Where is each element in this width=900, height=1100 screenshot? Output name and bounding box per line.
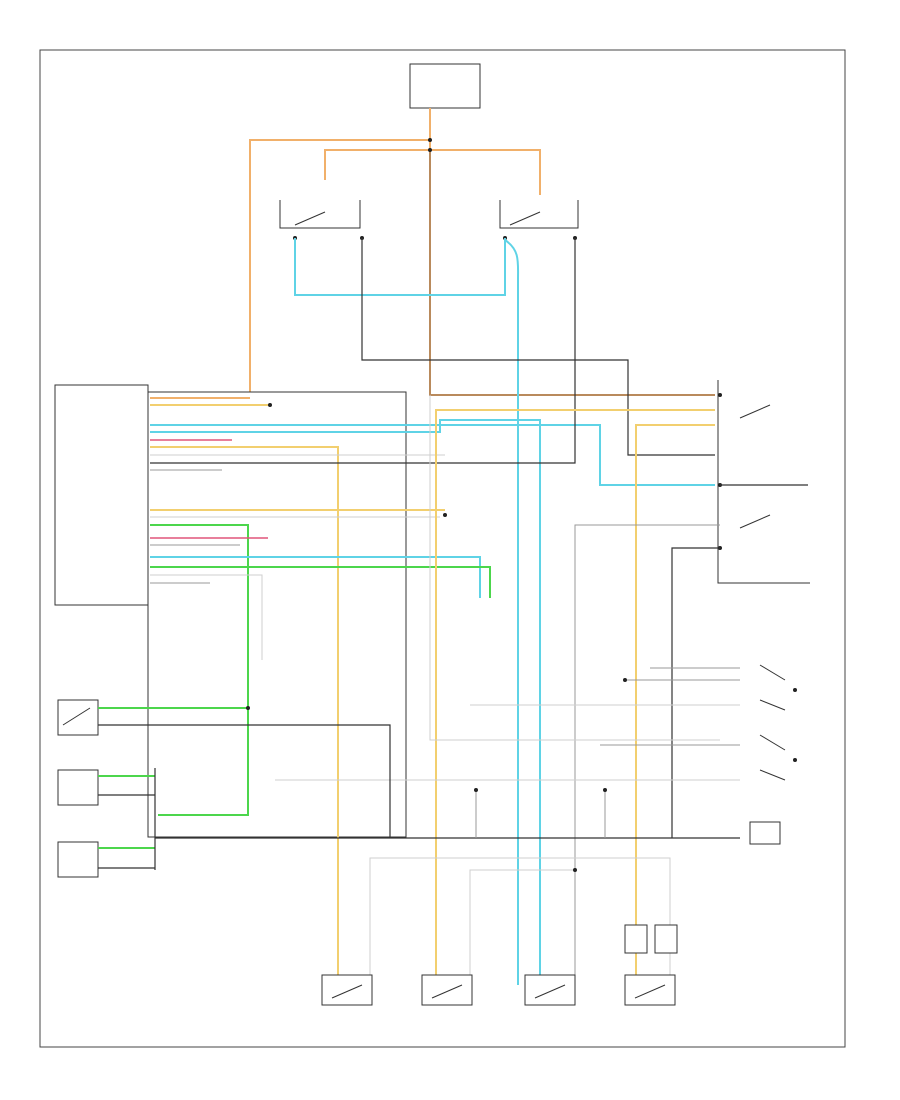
module-output-wires: [150, 360, 715, 985]
right-door-lock-switch: [499, 200, 579, 240]
junction-dots: [246, 138, 627, 872]
actuator-rr: [624, 974, 676, 1006]
chime-module: [429, 395, 720, 741]
fuse-box: [409, 63, 481, 109]
actuator-feed-wires: [369, 857, 678, 985]
keyless-entry-module: [54, 384, 407, 838]
ground-bus: [155, 790, 781, 845]
left-small-switches: [57, 699, 391, 878]
left-door-lock-switch: [279, 200, 364, 240]
yellow-trunk-wires: [435, 409, 715, 985]
door-switch-signal-wires: [294, 238, 715, 985]
power-feed-wires: [249, 108, 715, 396]
door-lock-relay-module: [574, 380, 810, 985]
diagram-frame: [39, 49, 846, 1048]
lock-switch-left: [470, 664, 797, 711]
actuator-lf: [321, 974, 373, 1006]
lock-switch-right: [275, 734, 797, 781]
actuator-rf: [421, 974, 473, 1006]
actuator-lr: [524, 974, 576, 1006]
